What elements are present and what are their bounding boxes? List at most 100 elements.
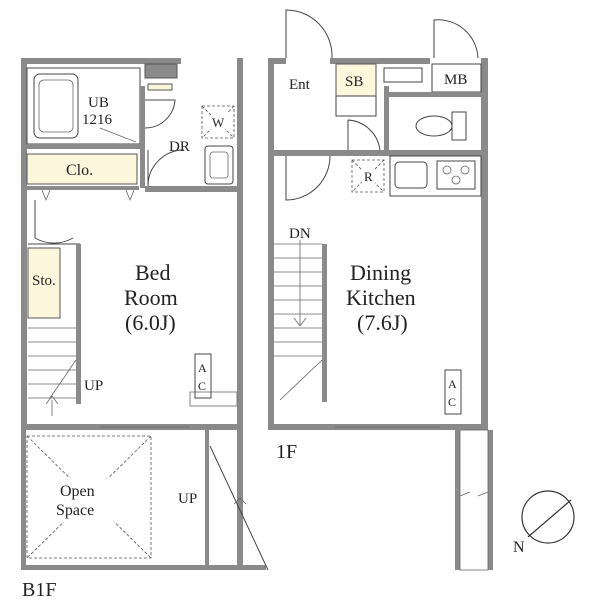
stairs-down-label: DN: [289, 226, 311, 242]
burner-3: [451, 175, 461, 185]
burner-2: [460, 165, 470, 175]
stairs-up-arrow: [45, 395, 59, 416]
unit-bath-size-label: 1216: [82, 112, 113, 128]
outside-stairs-line: [209, 445, 269, 571]
bedroom-area-label: (6.0J): [125, 310, 176, 335]
open-space-label-line1: Open: [60, 483, 95, 500]
closet-doors: [41, 189, 135, 202]
entrance-label: Ent: [289, 77, 311, 93]
b1f-partition-bed-top: [145, 186, 237, 192]
compass: N: [513, 490, 575, 556]
unit-bath-label: UB: [88, 95, 109, 111]
1f-west-wall: [268, 58, 274, 428]
toilet-wall: [384, 86, 389, 152]
meter-box-label: MB: [444, 72, 467, 88]
shoe-box-lower: [335, 95, 377, 117]
shower-line: [99, 127, 137, 143]
1f-north-wall-b: [330, 58, 430, 64]
b1f-north-wall: [21, 58, 181, 64]
toilet-tank: [451, 111, 467, 141]
b1f-stairs: [28, 327, 77, 399]
balcony: [459, 429, 489, 571]
washer-label: W: [212, 115, 225, 130]
washer-label-bg: [211, 113, 227, 129]
b1f-partition-bath: [27, 144, 140, 149]
1f-floor-label: 1F: [276, 441, 297, 463]
dining-label-line2: Kitchen: [346, 285, 416, 310]
refrigerator-box: [351, 159, 385, 193]
stairs-down-arrow: [293, 317, 307, 327]
bathtub: [33, 73, 79, 139]
storage-box: [27, 247, 61, 319]
closet-label: Clo.: [66, 162, 93, 179]
1f-ac-unit: [444, 369, 462, 415]
storage-label: Sto.: [32, 273, 56, 289]
closet-box: [26, 153, 138, 185]
1f-stairs-wall: [322, 244, 327, 402]
b1f-ac-unit: [194, 353, 212, 399]
shoe-box-label: SB: [345, 74, 363, 90]
open-space-label-bg: [50, 478, 124, 522]
dining-label-line1: Dining: [350, 260, 411, 285]
outside-stairs-arrow: [233, 497, 247, 505]
b1f-partition-dr: [140, 86, 145, 188]
refrigerator-label-bg: [362, 168, 375, 183]
1f-north-wall-a: [268, 58, 286, 64]
bedroom-label-line1: Bed: [135, 260, 170, 285]
stairs-wall: [76, 244, 81, 404]
entrance-door-swing: [285, 9, 333, 59]
dr-door-swing: [144, 99, 176, 129]
1f-ac-label-a: A: [448, 377, 457, 391]
dining-door-swing: [285, 155, 331, 201]
open-space-label-line2: Space: [56, 502, 94, 519]
unit-bath-room: [26, 67, 141, 145]
compass-label: N: [513, 539, 525, 556]
b1f-plan: UB 1216 W DR Clo. Sto.: [21, 58, 269, 601]
basin-inner: [209, 151, 229, 179]
b1f-wall-block: [144, 63, 178, 79]
balcony-wall-2: [488, 430, 493, 570]
1f-shelf: [383, 67, 423, 83]
bedroom-label-line2: Room: [124, 285, 178, 310]
b1f-ac-label-a: A: [198, 361, 207, 375]
burner-1: [442, 165, 452, 175]
toilet-bowl: [415, 115, 453, 137]
dressing-room-label: DR: [169, 139, 190, 155]
1f-stairs: [274, 240, 323, 401]
outside-stairs-up-label: UP: [178, 491, 197, 507]
1f-ac-label-c: C: [448, 395, 456, 409]
1f-east-wall: [481, 58, 488, 428]
1f-partition-kitchen: [274, 150, 481, 156]
storage-door-swing: [34, 200, 74, 244]
balcony-marks: [459, 491, 489, 497]
b1f-floor-label: B1F: [22, 579, 56, 601]
b1f-ac-label-c: C: [198, 379, 206, 393]
dr-shelf: [147, 83, 173, 91]
toilet-top-wall: [384, 92, 481, 97]
open-space-box: [26, 435, 152, 559]
b1f-west-wall: [21, 58, 27, 430]
compass-needle-line: [527, 499, 572, 538]
balcony-wall-1: [455, 430, 460, 570]
stove: [436, 160, 476, 190]
bathtub-inner: [38, 79, 74, 133]
compass-ring: [521, 490, 575, 544]
b1f-partition-clo: [27, 186, 139, 190]
kitchen-counter: [389, 155, 482, 197]
dr-door-swing-2: [147, 149, 185, 187]
washer-box: [201, 105, 235, 139]
b1f-bay: [189, 391, 238, 407]
kitchen-sink: [394, 161, 428, 189]
outside-stairs-wall-1: [205, 430, 209, 565]
basin: [204, 145, 234, 185]
b1f-east-wall: [237, 58, 243, 430]
b1f-stairs-up-label: UP: [84, 378, 103, 394]
toilet-door-swing: [347, 119, 381, 153]
refrigerator-label: R: [364, 169, 373, 184]
open-space-west-wall: [21, 430, 26, 570]
1f-plan: Ent SB MB R DN: [268, 9, 493, 571]
open-space-south-wall: [21, 565, 266, 570]
dining-area-label: (7.6J): [357, 310, 408, 335]
mb-door-swing: [433, 19, 479, 59]
